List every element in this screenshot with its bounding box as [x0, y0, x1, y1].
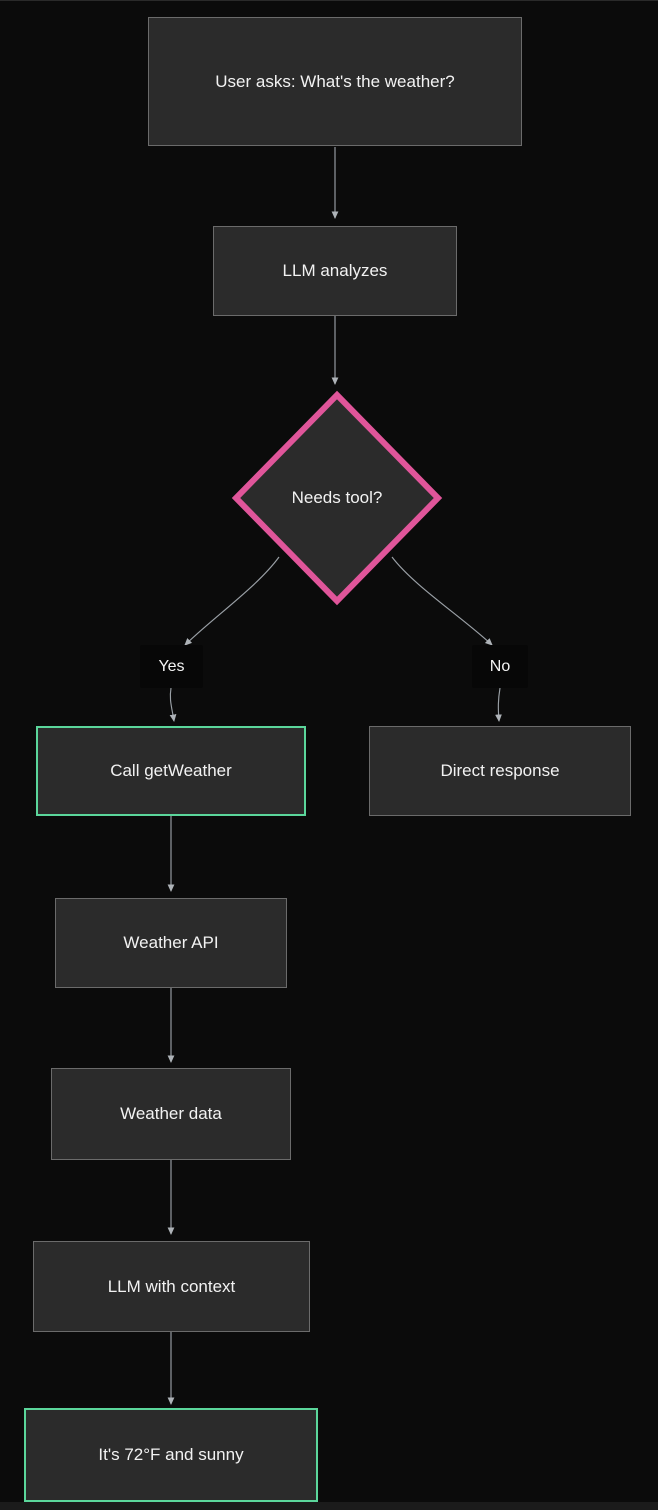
- node-weather-data[interactable]: Weather data: [51, 1068, 291, 1160]
- edge-label-no: No: [472, 645, 528, 688]
- node-call-getweather-label: Call getWeather: [110, 761, 232, 781]
- node-llm-analyzes[interactable]: LLM analyzes: [213, 226, 457, 316]
- top-divider: [0, 0, 658, 1]
- node-weather-api[interactable]: Weather API: [55, 898, 287, 988]
- node-llm-analyzes-label: LLM analyzes: [282, 261, 388, 281]
- node-needs-tool-label: Needs tool?: [291, 488, 383, 507]
- node-llm-with-context[interactable]: LLM with context: [33, 1241, 310, 1332]
- node-final-answer-label: It's 72°F and sunny: [98, 1445, 244, 1465]
- edge-label-no-text: No: [489, 657, 511, 675]
- node-weather-api-label: Weather API: [123, 933, 219, 953]
- node-call-getweather[interactable]: Call getWeather: [36, 726, 306, 816]
- edge-needs-tool-to-call-getweather: [184, 556, 280, 646]
- node-needs-tool-label-wrap: Needs tool?: [231, 390, 443, 606]
- edge-label-yes-text: Yes: [158, 657, 185, 675]
- diamond-shape: [231, 390, 443, 606]
- edge-no-to-direct-response: [495, 687, 502, 722]
- node-user-question[interactable]: User asks: What's the weather?: [148, 17, 522, 146]
- node-direct-response-label: Direct response: [440, 761, 560, 781]
- node-needs-tool[interactable]: Needs tool?: [231, 390, 443, 606]
- node-user-question-label: User asks: What's the weather?: [215, 71, 455, 91]
- node-final-answer[interactable]: It's 72°F and sunny: [24, 1408, 318, 1502]
- node-direct-response[interactable]: Direct response: [369, 726, 631, 816]
- edge-yes-to-call-getweather: [169, 687, 177, 722]
- node-weather-data-label: Weather data: [120, 1104, 222, 1124]
- node-llm-with-context-label: LLM with context: [107, 1276, 236, 1296]
- edge-label-yes: Yes: [140, 645, 203, 688]
- edge-needs-tool-to-direct-response: [391, 556, 493, 646]
- bottom-strip: [0, 1502, 658, 1510]
